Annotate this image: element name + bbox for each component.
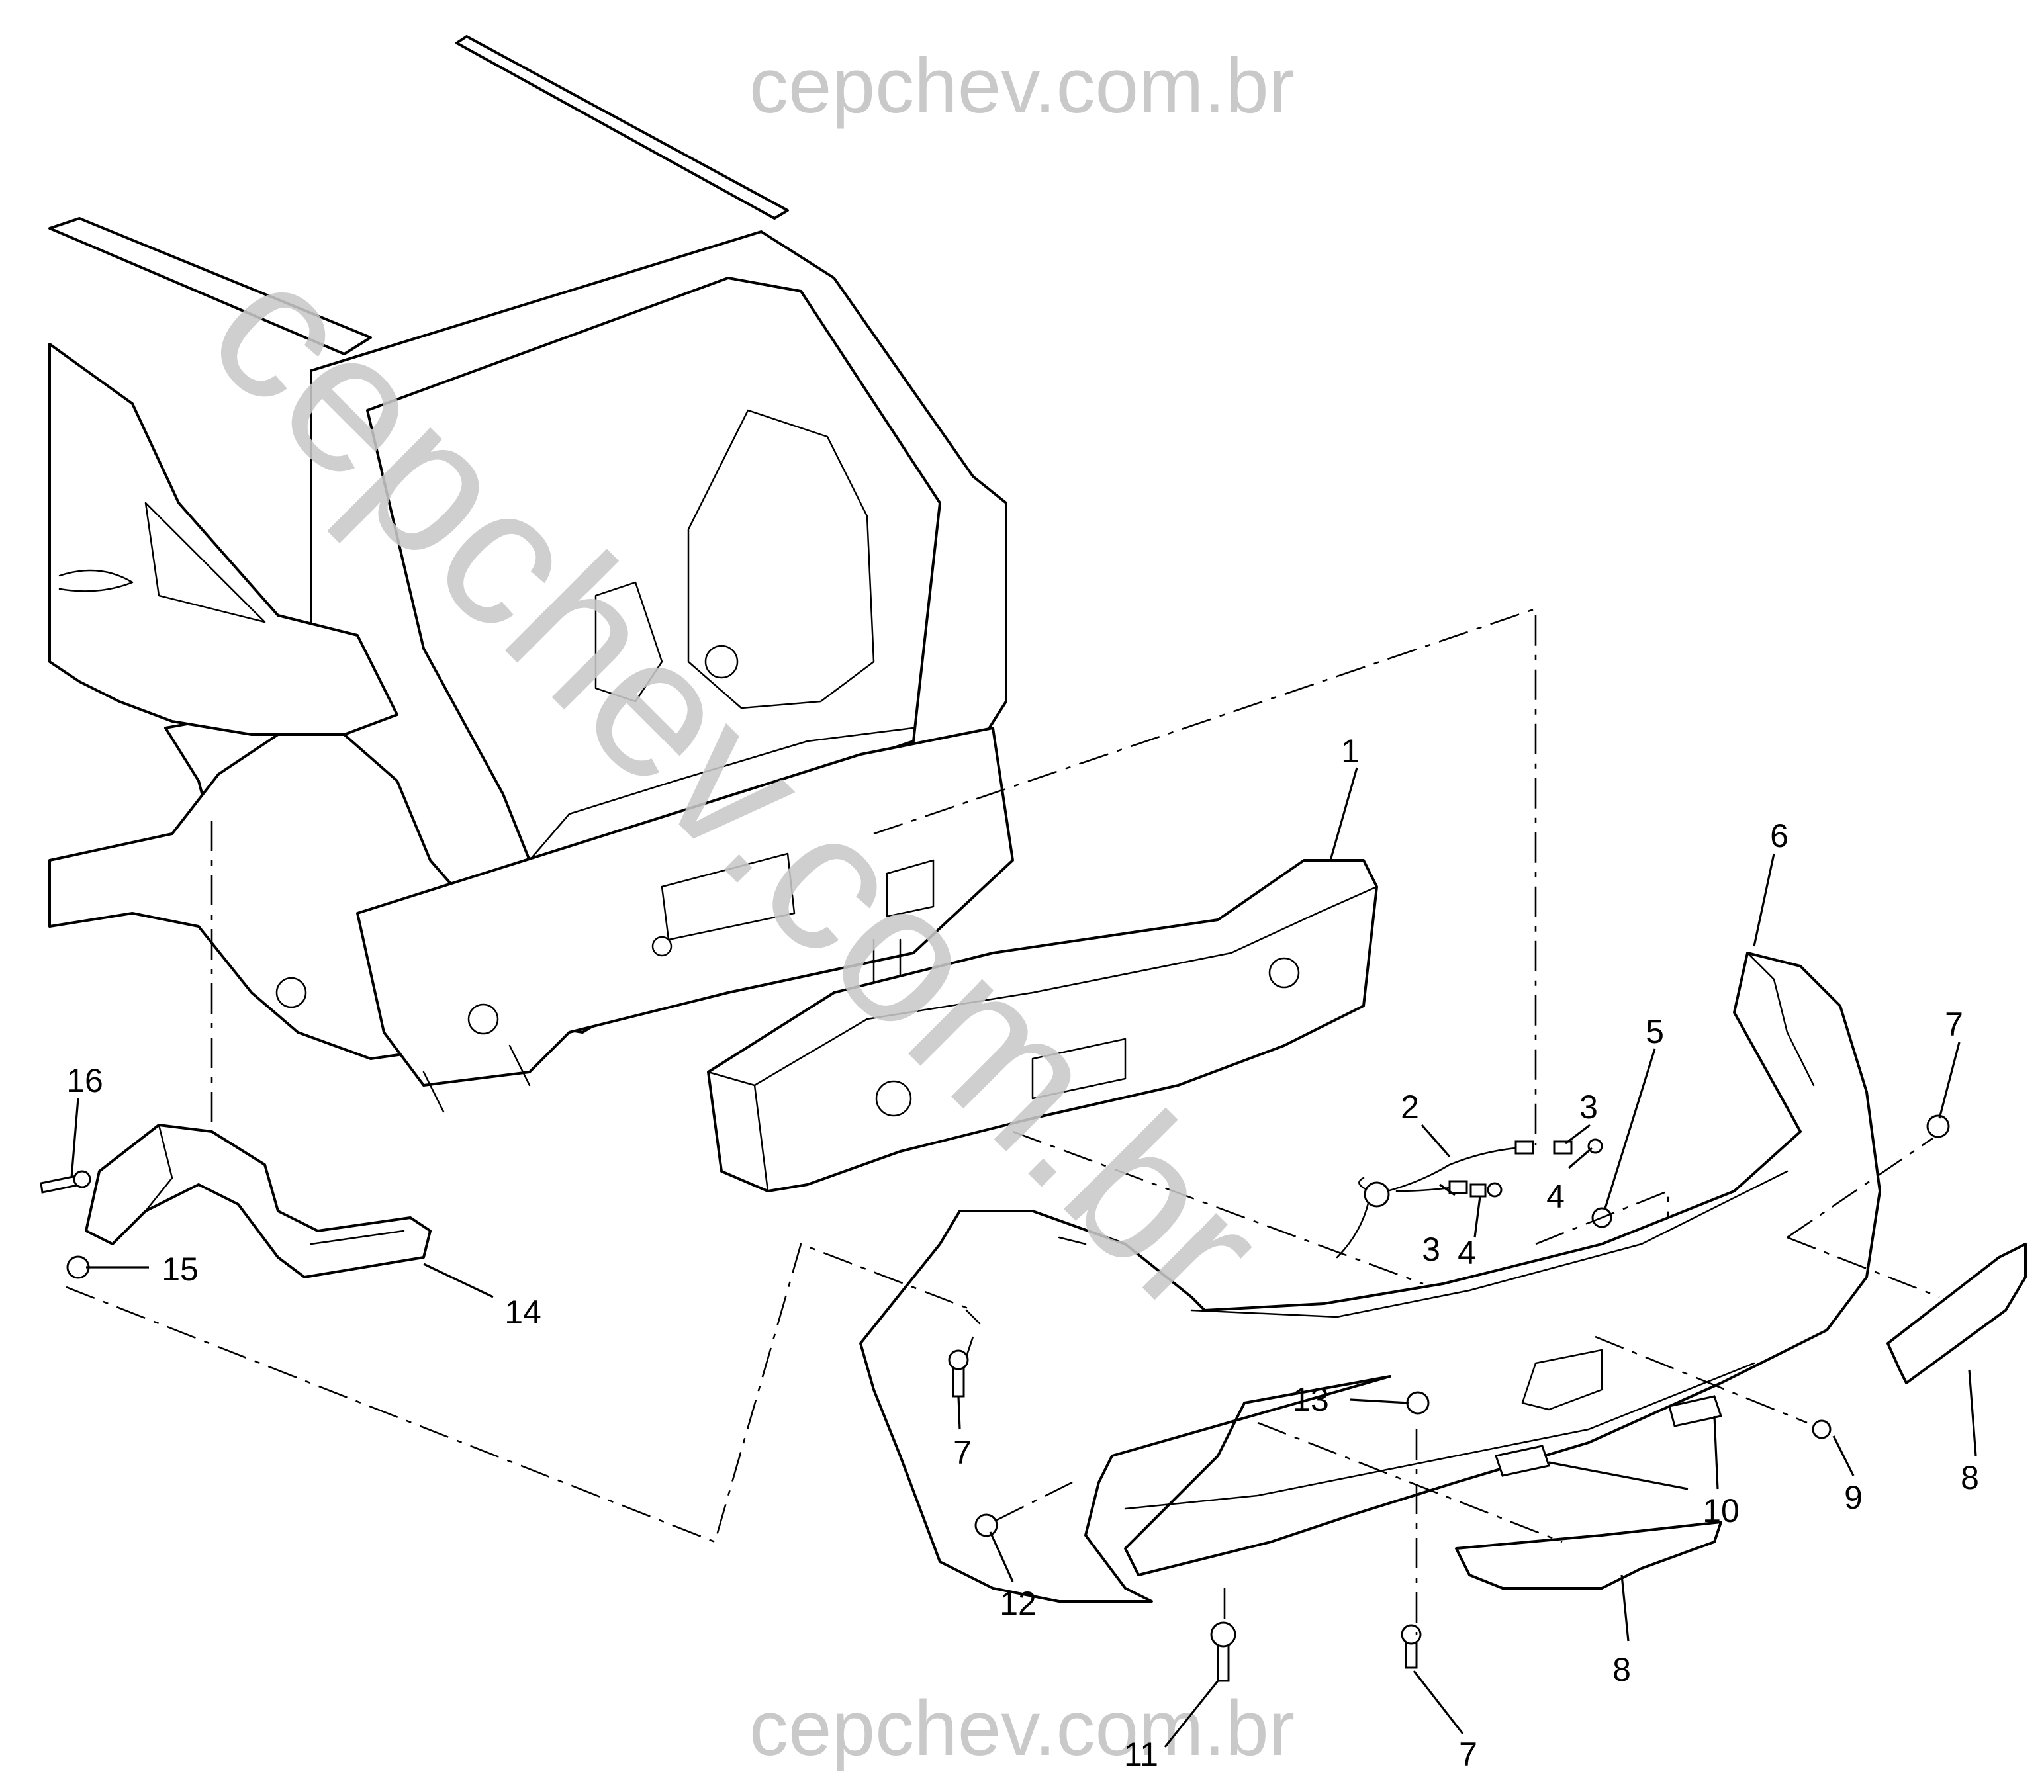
bumper-fascia [859, 952, 1881, 1603]
callout-5: 5 [1646, 1013, 1664, 1050]
mounting-bracket [1495, 1395, 1722, 1477]
callout-14: 14 [504, 1294, 541, 1331]
fastener-nut [1812, 1419, 1832, 1439]
callout-4-upper: 4 [1546, 1178, 1565, 1215]
callout-7-left: 7 [953, 1434, 972, 1471]
wiring-harness [1336, 1140, 1534, 1259]
callout-2: 2 [1401, 1089, 1419, 1126]
sensor-grommet [1487, 1138, 1603, 1198]
callout-1: 1 [1341, 733, 1360, 770]
callout-12: 12 [999, 1585, 1037, 1622]
callout-labels: 1 2 3 3 4 4 5 6 7 7 7 8 8 9 10 11 12 13 … [66, 733, 1979, 1773]
callout-8-side: 8 [1961, 1459, 1979, 1496]
energy-absorber [707, 859, 1378, 1192]
reflector-side [1886, 1243, 2027, 1384]
watermark-top: cepchev.com.br [749, 42, 1295, 130]
callout-9: 9 [1844, 1479, 1863, 1516]
clip-nut [1406, 1391, 1430, 1415]
bolt [40, 1170, 91, 1194]
reflector-center [1455, 1521, 1722, 1590]
callout-13: 13 [1292, 1381, 1329, 1418]
callout-7-bottom: 7 [1459, 1736, 1477, 1773]
callout-8-center: 8 [1612, 1651, 1631, 1688]
nut [66, 1255, 90, 1279]
sensor-connector [1469, 1140, 1573, 1198]
watermark-bottom: cepchev.com.br [749, 1685, 1295, 1772]
leader-lines [70, 767, 1977, 1748]
fastener-screw [948, 1114, 1950, 1669]
callout-10: 10 [1702, 1492, 1740, 1529]
callout-3-upper: 3 [1579, 1089, 1598, 1126]
retainer-clip [974, 1513, 998, 1537]
push-pin [1210, 1621, 1236, 1682]
bumper-bracket [85, 1124, 432, 1278]
alignment-lines [66, 607, 1940, 1635]
vehicle-body [48, 35, 1014, 1113]
callout-16: 16 [66, 1062, 103, 1099]
callout-4-lower: 4 [1458, 1234, 1476, 1271]
callout-15: 15 [162, 1251, 199, 1288]
callout-7-right: 7 [1945, 1006, 1963, 1043]
callout-11: 11 [1124, 1736, 1158, 1773]
callout-3-lower: 3 [1422, 1231, 1440, 1268]
callout-6: 6 [1770, 817, 1788, 854]
